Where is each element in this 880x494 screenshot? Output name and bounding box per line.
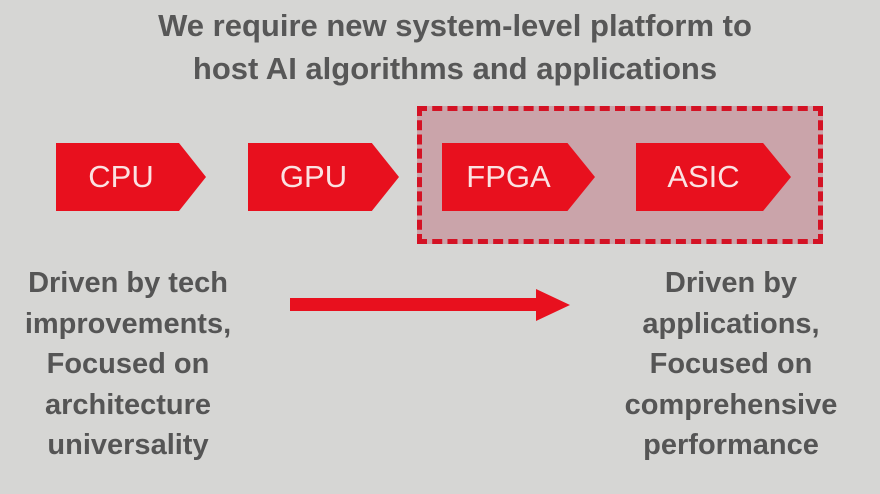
right-line: Focused on [649, 348, 813, 380]
stage-fpga: FPGA [442, 143, 595, 211]
left-line: architecture [44, 388, 211, 421]
left-line: Driven by tech [28, 267, 228, 299]
progression-arrow-head-icon [536, 289, 570, 321]
left-line: universality [47, 429, 209, 461]
progression-arrow-shaft [290, 298, 540, 311]
title-line-2: host AI algorithms and applications [192, 51, 718, 86]
left-line: Focused on [46, 348, 210, 380]
right-line: applications, [642, 307, 820, 340]
right-description: Driven by applications, Focused on compr… [600, 263, 862, 466]
right-line: performance [643, 429, 819, 461]
right-line: Driven by [664, 267, 798, 299]
left-description: Driven by tech improvements, Focused on … [0, 263, 256, 466]
right-line: comprehensive [624, 388, 838, 421]
stage-asic: ASIC [636, 143, 791, 211]
title-line-1: We require new system-level platform to [158, 8, 752, 43]
left-line: improvements, [24, 307, 232, 340]
stage-gpu: GPU [248, 143, 399, 211]
stage-cpu: CPU [56, 143, 206, 211]
